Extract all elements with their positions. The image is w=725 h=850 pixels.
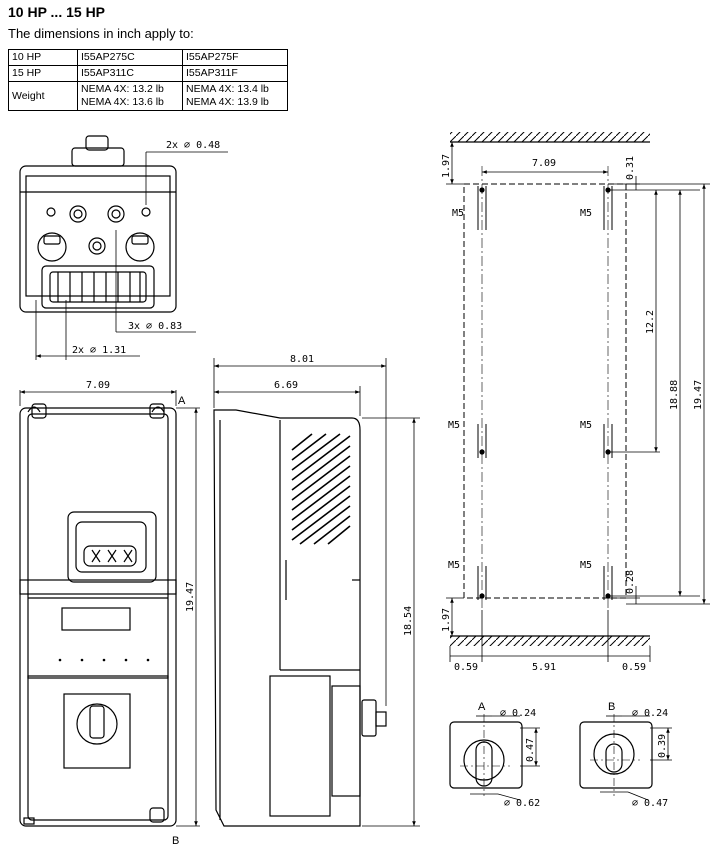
screw-label: M5 <box>580 420 592 431</box>
side-dimensions <box>213 358 420 827</box>
dim-side-height: 18.54 <box>403 606 414 636</box>
dim-mount-bottom-clear: 1.97 <box>441 608 452 632</box>
dim-detail-a-height: 0.47 <box>525 738 536 762</box>
screw-label: M5 <box>580 560 592 571</box>
side-view <box>213 409 387 827</box>
detail-a <box>449 714 523 796</box>
weight-f-1: NEMA 4X: 13.4 lb <box>186 83 269 95</box>
mounting-hole-centers <box>479 187 611 599</box>
dim-detail-b-outer: ∅ 0.47 <box>632 798 668 809</box>
screw-label: M5 <box>448 560 460 571</box>
dim-detail-a-hole: ∅ 0.24 <box>500 708 536 719</box>
weight-c-2: NEMA 4X: 13.6 lb <box>81 96 164 108</box>
detail-b-marker: B <box>608 701 615 713</box>
screw-label: M5 <box>452 208 464 219</box>
detail-b-dimensions <box>600 715 672 801</box>
weight-f-2: NEMA 4X: 13.9 lb <box>186 96 269 108</box>
front-view <box>19 403 177 827</box>
dim-detail-b-hole: ∅ 0.24 <box>632 708 668 719</box>
dim-detail-a-outer: ∅ 0.62 <box>504 798 540 809</box>
side-vents <box>291 433 351 545</box>
dim-mount-right-margin: 0.59 <box>622 662 646 673</box>
top-view-dimensions <box>35 151 228 360</box>
dim-front-width: 7.09 <box>86 380 110 391</box>
dim-mount-bottom-offset: 0.28 <box>625 570 636 594</box>
front-dots <box>58 658 150 662</box>
dim-mount-top-offset: 0.31 <box>625 156 636 180</box>
dim-mount-1947: 19.47 <box>693 380 704 410</box>
dim-top-holes-small: 2x ∅ 0.48 <box>166 140 220 151</box>
row-label: Weight <box>8 81 78 111</box>
spec-table: 10 HP I55AP275C I55AP275F 15 HP I55AP311… <box>8 49 288 111</box>
page-subtitle: The dimensions in inch apply to: <box>8 26 194 41</box>
marker-a: A <box>178 395 186 407</box>
top-view <box>19 135 177 313</box>
weight-c-1: NEMA 4X: 13.2 lb <box>81 83 164 95</box>
dim-bottom-holes-big: 2x ∅ 1.31 <box>72 345 126 356</box>
screw-label: M5 <box>448 420 460 431</box>
mounting-dimensions <box>446 142 710 662</box>
mounting-holes <box>477 186 613 600</box>
marker-b: B <box>172 835 179 847</box>
detail-a-dimensions <box>470 715 540 801</box>
dim-mount-1888: 18.88 <box>669 380 680 410</box>
dim-mount-center: 5.91 <box>532 662 556 673</box>
dim-mount-left-margin: 0.59 <box>454 662 478 673</box>
dim-detail-b-height: 0.39 <box>657 734 668 758</box>
page-title: 10 HP ... 15 HP <box>8 4 106 20</box>
mounting-plan <box>450 132 650 646</box>
front-dimensions <box>19 390 200 827</box>
detail-b <box>579 714 653 796</box>
dim-bottom-holes-mid: 3x ∅ 0.83 <box>128 321 182 332</box>
dim-mount-top-clear: 1.97 <box>441 154 452 178</box>
dim-side-depth-body: 6.69 <box>274 380 298 391</box>
detail-a-marker: A <box>478 701 486 713</box>
dim-mount-12: 12.2 <box>645 310 656 334</box>
dim-side-depth-total: 8.01 <box>290 354 314 365</box>
screw-label: M5 <box>580 208 592 219</box>
dim-front-height: 19.47 <box>185 582 196 612</box>
dim-mount-hole-spacing: 7.09 <box>532 158 556 169</box>
